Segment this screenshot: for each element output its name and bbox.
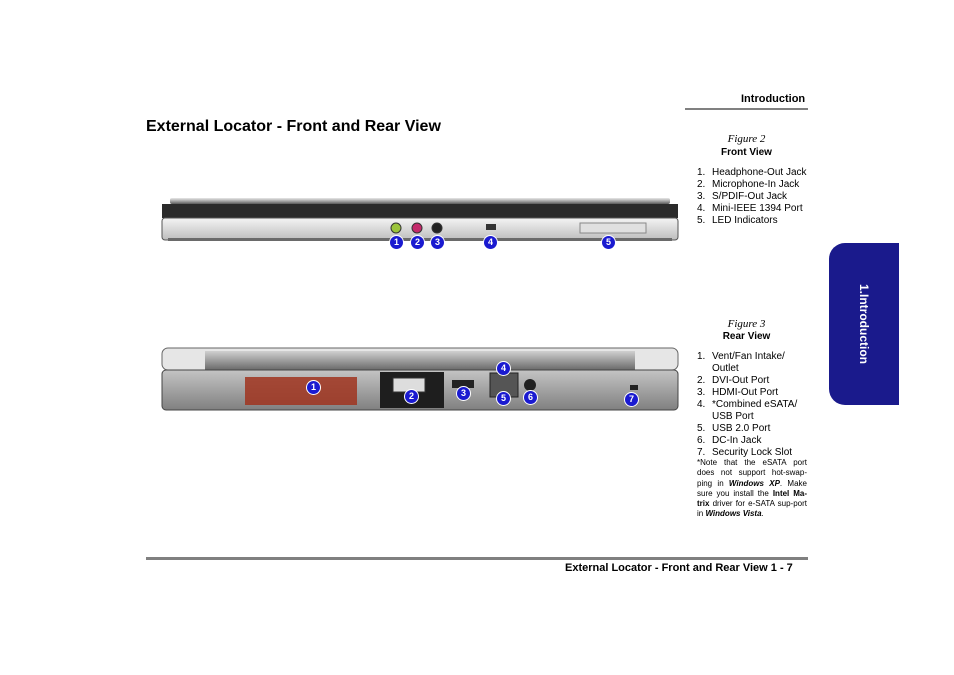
rear-callout: 3 [456,386,471,401]
legend-item: 5.LED Indicators [697,215,778,226]
figure-title: Rear View [722,331,771,342]
front-callout: 4 [483,235,498,250]
figure-caption: Figure 3 [727,318,766,330]
legend-item: 2.Microphone-In Jack [697,179,800,190]
esata-note: *Note that the eSATA port does not suppo… [697,458,807,519]
page-title: External Locator - Front and Rear View [146,118,441,135]
section-header: Introduction [741,93,806,105]
legend-item: 4.Mini-IEEE 1394 Port [697,203,803,214]
rear-callout: 2 [404,389,419,404]
chapter-tab [829,243,899,405]
legend-item: 1.Headphone-Out Jack [697,167,807,178]
figure-title: Front View [721,147,772,158]
rear-callout: 7 [624,392,639,407]
legend-item: 3.S/PDIF-Out Jack [697,191,788,202]
rear-callout: 4 [496,361,511,376]
front-callout: 3 [430,235,445,250]
rear-callout: 6 [523,390,538,405]
front-view-legend: 1.Headphone-Out Jack 2.Microphone-In Jac… [697,167,812,227]
chapter-tab-label-wrap: 1.Introduction [829,243,899,405]
chapter-tab-label: 1.Introduction [857,284,871,364]
legend-item: 5.USB 2.0 Port [697,423,771,434]
front-callout: 1 [389,235,404,250]
legend-item: 1.Vent/Fan Intake/ Outlet [697,351,785,374]
legend-item: 4.*Combined eSATA/ USB Port [697,399,798,422]
rear-callout: 5 [496,391,511,406]
rear-view-legend: 1.Vent/Fan Intake/ Outlet 2.DVI-Out Port… [697,351,812,459]
legend-item: 2.DVI-Out Port [697,375,770,386]
rear-callout: 1 [306,380,321,395]
front-callout: 5 [601,235,616,250]
legend-item: 6.DC-In Jack [697,435,762,446]
legend-item: 3.HDMI-Out Port [697,387,779,398]
header-rule [685,108,808,110]
rear-view-laptop-image [161,347,679,411]
front-callout: 2 [410,235,425,250]
legend-item: 7.Security Lock Slot [697,447,793,458]
footer-page-label: External Locator - Front and Rear View 1… [565,562,793,574]
figure-caption: Figure 2 [727,133,766,145]
footer-rule [146,557,808,560]
